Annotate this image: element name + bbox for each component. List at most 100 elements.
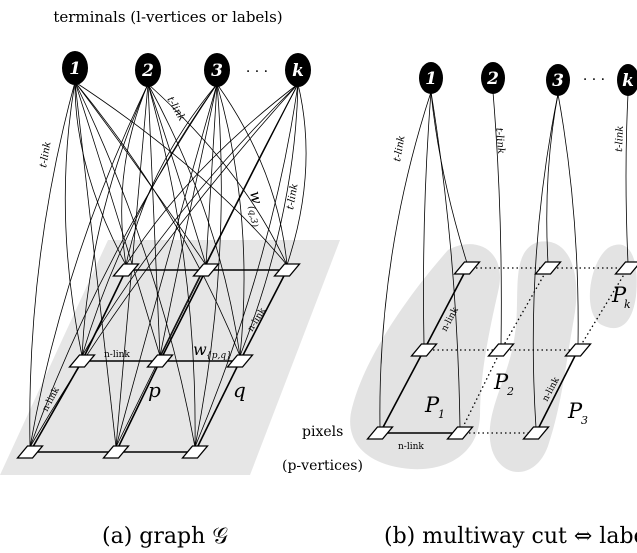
pixel-vertices <box>366 261 637 440</box>
pixel-vertex <box>68 354 96 368</box>
pixel-vertex <box>487 343 515 357</box>
pixel-vertex <box>534 261 562 275</box>
t-link <box>29 83 149 448</box>
partition-label-k: P k <box>611 283 631 311</box>
t-link <box>532 93 559 429</box>
t-link <box>216 83 288 266</box>
t-link-label: t-link <box>285 183 300 211</box>
pixel-vertex <box>181 445 209 459</box>
t-link <box>121 83 149 266</box>
t-link-label: t-link <box>164 95 187 123</box>
panel-b: 1 2 3 k · · · t-link t-link t-link n-lin… <box>350 62 637 549</box>
pixel-vertices <box>16 263 301 459</box>
t-link-label: t-link <box>392 135 407 163</box>
pixels-label: pixels <box>302 424 343 440</box>
t-link <box>194 83 222 448</box>
t-link <box>74 81 117 448</box>
pixel-vertex <box>226 354 254 368</box>
t-link <box>625 93 629 264</box>
t-link <box>205 83 218 266</box>
terminal-node-k: k <box>285 53 311 87</box>
terminal-label: k <box>292 61 304 81</box>
t-links <box>29 81 307 448</box>
t-link <box>64 81 83 357</box>
t-link <box>115 83 149 448</box>
terminal-node-2: 2 <box>481 62 505 94</box>
t-link <box>492 91 502 346</box>
partition-symbol: P <box>424 393 440 417</box>
pixel-vertex <box>564 343 592 357</box>
weight-pq-label: w {p,q} <box>193 340 232 361</box>
terminal-node-k: k <box>617 64 637 96</box>
weight-symbol: w <box>246 190 266 206</box>
terminal-node-3: 3 <box>546 64 570 96</box>
terminal-label: 3 <box>552 71 564 91</box>
t-link <box>430 91 461 429</box>
partition-subscript: 3 <box>581 414 588 427</box>
t-link <box>147 83 196 448</box>
t-link <box>557 93 579 346</box>
pixel-vertex <box>16 445 44 459</box>
t-link <box>81 83 218 357</box>
caption-b: (b) multiway cut ⇔ labeling <box>384 524 637 549</box>
pixel-vertex <box>112 263 140 277</box>
weight-subscript: (q,3) <box>246 205 261 228</box>
t-link <box>159 83 218 357</box>
pixel-vertex <box>273 263 301 277</box>
t-link <box>546 93 559 264</box>
t-link <box>115 83 299 448</box>
t-link <box>74 81 127 266</box>
n-link-label: n-link <box>398 442 424 452</box>
t-link <box>81 83 299 357</box>
terminal-label: 1 <box>425 69 437 89</box>
ellipsis: · · · <box>583 72 605 88</box>
pixel-q-label: q <box>233 378 246 402</box>
terminal-node-1: 1 <box>419 62 443 94</box>
t-link <box>29 81 76 448</box>
t-link <box>125 83 218 266</box>
weight-q3-label: w (q,3) <box>246 190 267 229</box>
ellipsis: · · · <box>246 64 268 80</box>
pixel-vertex <box>522 426 550 440</box>
n-links-cut <box>424 267 629 434</box>
partition-region-1 <box>350 244 500 470</box>
terminal-label: 2 <box>486 69 499 89</box>
weight-subscript: {p,q} <box>206 351 232 361</box>
t-link <box>115 83 218 448</box>
weight-symbol: w <box>193 340 207 359</box>
pixel-vertex <box>366 426 394 440</box>
terminal-label: 1 <box>69 59 81 79</box>
t-link <box>29 83 299 448</box>
partition-symbol: P <box>567 399 583 423</box>
n-links-kept <box>379 267 579 434</box>
t-link <box>29 83 218 448</box>
t-link <box>194 83 299 448</box>
t-link <box>81 83 149 357</box>
p-vertices-label: (p-vertices) <box>282 458 363 474</box>
partition-label-2: P 2 <box>493 370 514 398</box>
panel-a: 1 2 3 k · · · t-link t-link t-link w (q,… <box>0 51 363 549</box>
t-link-label: t-link <box>614 125 626 152</box>
t-link <box>423 91 432 346</box>
partition-subscript: k <box>624 298 631 311</box>
terminal-node-1: 1 <box>62 51 88 85</box>
caption-a: (a) graph 𝒢 <box>102 524 228 549</box>
terminal-node-2: 2 <box>135 53 161 87</box>
t-link <box>74 81 196 448</box>
pixel-p-label: p <box>148 378 161 402</box>
terminal-label: 3 <box>211 61 223 81</box>
terminal-node-3: 3 <box>204 53 230 87</box>
partition-symbol: P <box>493 370 509 394</box>
pixel-vertex <box>410 343 438 357</box>
t-link <box>147 83 241 357</box>
t-link-label: t-link <box>38 141 53 169</box>
t-link <box>286 83 307 266</box>
pixel-vertex <box>192 263 220 277</box>
t-link <box>147 83 161 357</box>
t-link <box>147 83 207 266</box>
partition-subscript: 1 <box>438 408 445 421</box>
partition-label-1: P 1 <box>424 393 445 421</box>
figure-title: terminals (l-vertices or labels) <box>53 8 282 26</box>
t-link <box>74 81 241 357</box>
